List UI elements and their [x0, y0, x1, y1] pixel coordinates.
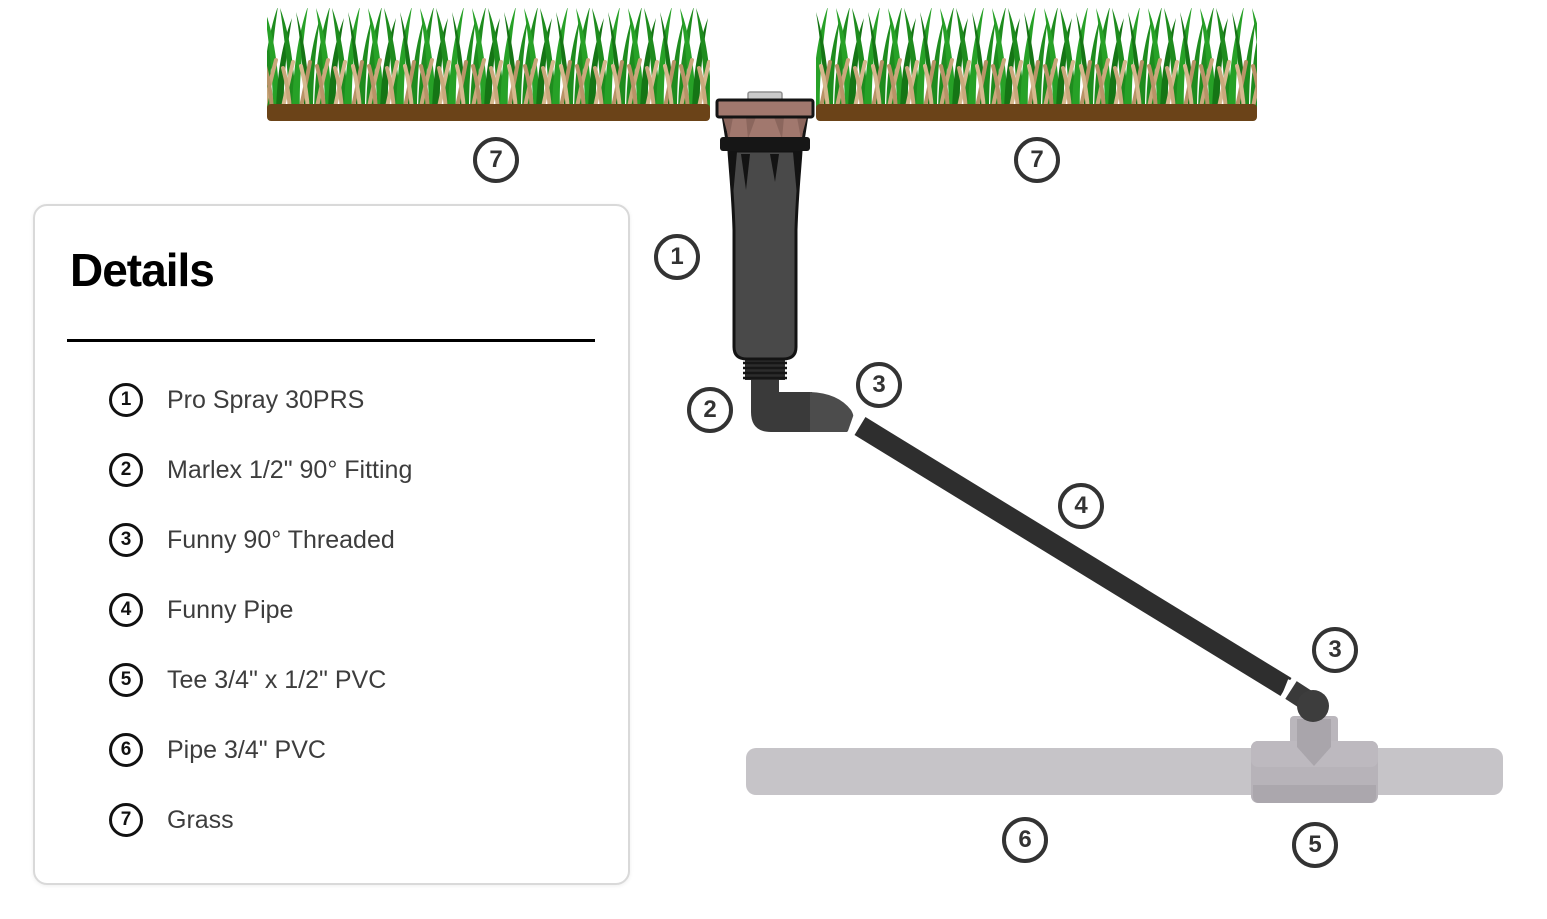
callout-pvc-tee: 5	[1292, 822, 1338, 868]
pro-spray-body	[727, 149, 803, 361]
legend-badge: 3	[109, 523, 143, 557]
legend-label: Pro Spray 30PRS	[167, 385, 365, 414]
callout-funny-90-lower: 3	[1312, 627, 1358, 673]
callout-pvc-pipe: 6	[1002, 817, 1048, 863]
lower-elbow-fitting	[1297, 690, 1329, 722]
callout-pro-spray: 1	[654, 234, 700, 280]
panel-divider	[67, 339, 595, 342]
legend-item-tee: 5 Tee 3/4" x 1/2" PVC	[35, 645, 628, 715]
panel-title: Details	[70, 244, 215, 296]
marlex-elbow	[751, 380, 812, 432]
pvc-tee-illustration	[1251, 716, 1378, 803]
grass-right-illustration	[816, 8, 1257, 121]
details-panel: Details 1 Pro Spray 30PRS 2 Marlex 1/2" …	[33, 204, 630, 885]
legend-item-funny-90: 3 Funny 90° Threaded	[35, 505, 628, 575]
legend-list: 1 Pro Spray 30PRS 2 Marlex 1/2" 90° Fitt…	[35, 365, 628, 855]
legend-item-funny-pipe: 4 Funny Pipe	[35, 575, 628, 645]
legend-item-pipe: 6 Pipe 3/4" PVC	[35, 715, 628, 785]
legend-badge: 4	[109, 593, 143, 627]
legend-badge: 7	[109, 803, 143, 837]
legend-badge: 5	[109, 663, 143, 697]
legend-label: Grass	[167, 805, 234, 834]
funny-90-threaded-fitting	[810, 392, 854, 432]
legend-badge: 2	[109, 453, 143, 487]
funny-pipe-illustration	[854, 417, 1329, 722]
legend-label: Pipe 3/4" PVC	[167, 735, 326, 764]
sprinkler-illustration	[715, 91, 858, 438]
callout-grass-right: 7	[1014, 137, 1060, 183]
wiper-seal-collar	[720, 137, 810, 151]
legend-item-pro-spray: 1 Pro Spray 30PRS	[35, 365, 628, 435]
legend-badge: 1	[109, 383, 143, 417]
legend-label: Tee 3/4" x 1/2" PVC	[167, 665, 387, 694]
legend-label: Funny Pipe	[167, 595, 294, 624]
legend-label: Marlex 1/2" 90° Fitting	[167, 455, 413, 484]
grass-left-illustration	[267, 8, 710, 121]
legend-badge: 6	[109, 733, 143, 767]
legend-label: Funny 90° Threaded	[167, 525, 395, 554]
legend-item-marlex-fitting: 2 Marlex 1/2" 90° Fitting	[35, 435, 628, 505]
callout-marlex-fitting: 2	[687, 387, 733, 433]
pvc-pipe-illustration	[746, 748, 1503, 795]
callout-grass-left: 7	[473, 137, 519, 183]
callout-funny-pipe: 4	[1058, 483, 1104, 529]
legend-item-grass: 7 Grass	[35, 785, 628, 855]
callout-funny-90-upper: 3	[856, 362, 902, 408]
